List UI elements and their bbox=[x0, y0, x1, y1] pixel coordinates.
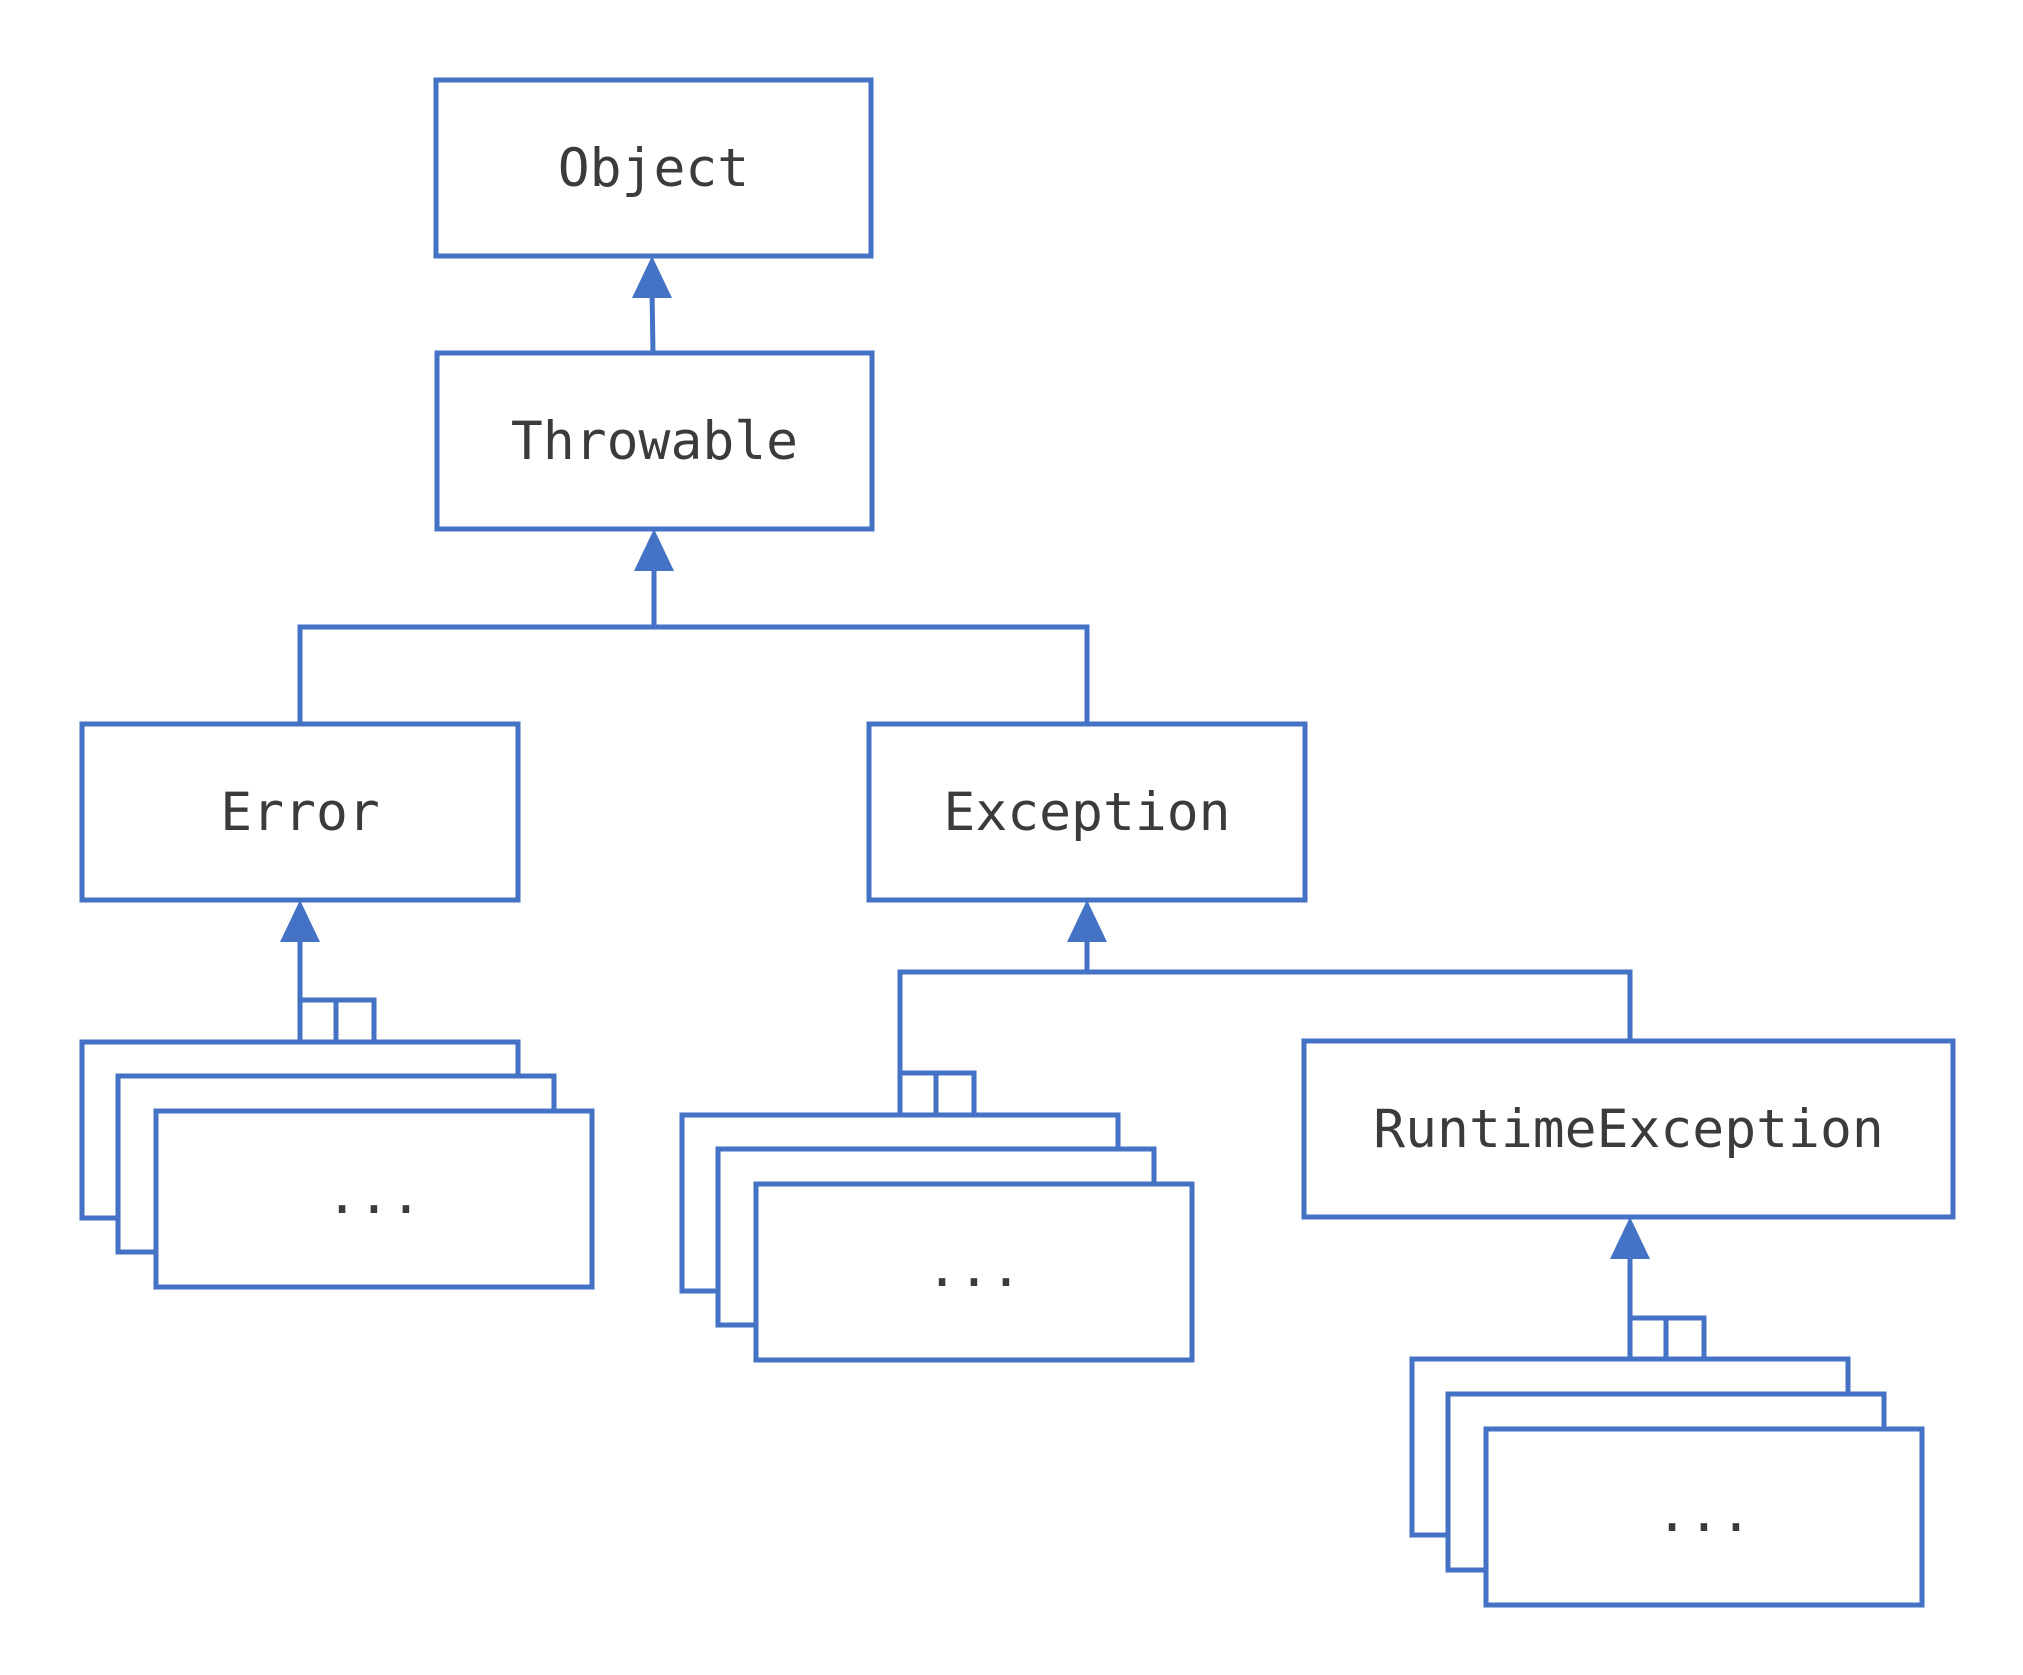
arrowhead-throwable bbox=[634, 529, 674, 571]
edge-throwable-to-object bbox=[632, 256, 672, 354]
node-runtime-exception: RuntimeException bbox=[1301, 1038, 1956, 1220]
node-exception: Exception bbox=[866, 721, 1308, 903]
node-runtime-subclasses-label: ... bbox=[1656, 1483, 1752, 1544]
node-runtime-subclasses: ... bbox=[1409, 1356, 1925, 1608]
node-object-label: Object bbox=[558, 138, 749, 199]
node-error-subclasses: ... bbox=[79, 1039, 595, 1290]
node-throwable: Throwable bbox=[434, 350, 875, 532]
node-error: Error bbox=[79, 721, 521, 903]
arrowhead-object bbox=[632, 256, 672, 298]
arrowhead-exception bbox=[1067, 900, 1107, 942]
node-object: Object bbox=[433, 77, 874, 259]
node-exception-label: Exception bbox=[943, 782, 1230, 843]
node-runtime-exception-label: RuntimeException bbox=[1373, 1099, 1884, 1160]
node-exception-subclasses: ... bbox=[679, 1112, 1195, 1363]
arrowhead-error bbox=[280, 900, 320, 942]
edge-error-exception-to-throwable bbox=[297, 529, 1090, 724]
node-exception-subclasses-label: ... bbox=[926, 1238, 1022, 1299]
arrowhead-runtime-exception bbox=[1610, 1217, 1650, 1259]
node-throwable-label: Throwable bbox=[511, 411, 798, 472]
node-error-subclasses-label: ... bbox=[326, 1165, 422, 1226]
node-error-label: Error bbox=[220, 782, 380, 843]
